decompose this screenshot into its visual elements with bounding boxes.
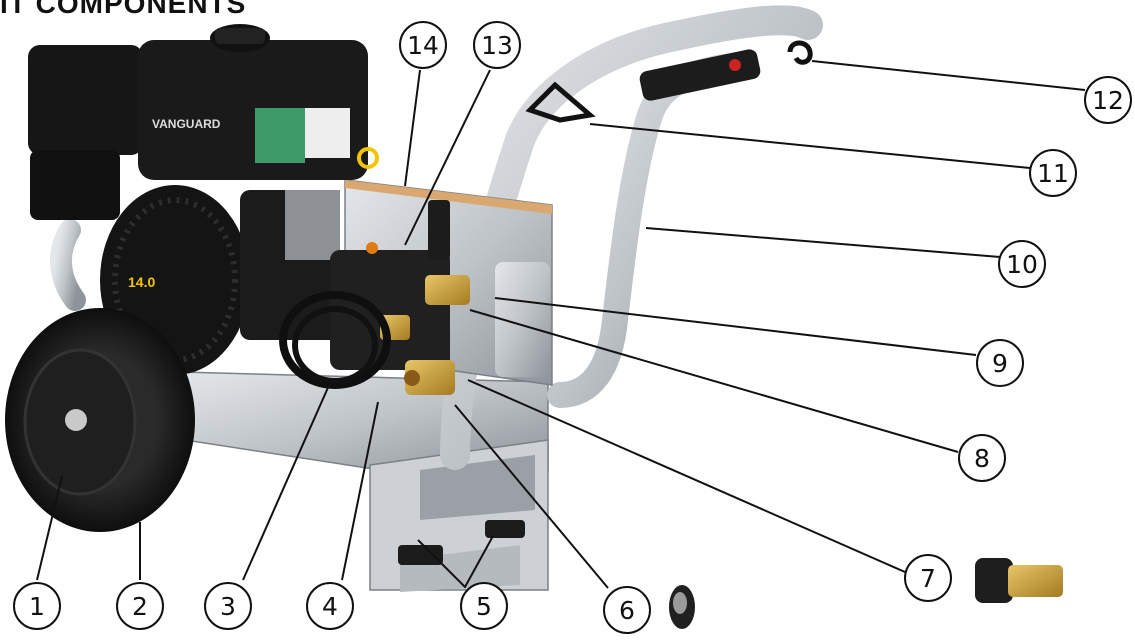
callout-number: 9 — [992, 349, 1008, 378]
callout-number: 10 — [1006, 250, 1038, 279]
engine-warning-decal — [305, 108, 350, 158]
pump-manifold — [495, 262, 550, 377]
rubber-foot — [398, 545, 443, 565]
handle-control-panel — [639, 49, 761, 101]
leader-line-11 — [589, 123, 1031, 169]
callout-number: 7 — [920, 564, 936, 593]
callout-8: 8 — [958, 434, 1006, 482]
callout-number: 14 — [407, 31, 439, 60]
leader-line-13 — [404, 69, 491, 246]
brass-outlet — [425, 275, 470, 305]
callout-2: 2 — [116, 582, 164, 630]
callout-6: 6 — [603, 586, 651, 634]
leader-line-3 — [242, 382, 331, 581]
air-filter-cover — [28, 45, 143, 155]
engine-rating-label: 14.0 — [128, 274, 155, 290]
red-indicator-icon — [729, 59, 741, 71]
callout-1: 1 — [13, 582, 61, 630]
wood-top-panel — [345, 180, 552, 214]
callout-number: 2 — [132, 592, 148, 621]
callout-7: 7 — [904, 554, 952, 602]
brass-adapter-part — [975, 558, 1063, 603]
leader-line-6 — [454, 404, 609, 589]
pump-assembly — [279, 200, 550, 395]
callout-number: 8 — [974, 444, 990, 473]
callout-number: 13 — [481, 31, 513, 60]
handle-clip — [787, 40, 813, 65]
aluminum-frame — [179, 371, 549, 592]
callout-5: 5 — [460, 582, 508, 630]
hose-hook — [525, 81, 596, 123]
leader-line-14 — [404, 69, 421, 187]
water-inlet — [405, 360, 455, 395]
leader-line-9 — [494, 297, 977, 356]
callout-number: 5 — [476, 592, 492, 621]
oil-cap-icon — [366, 242, 378, 254]
leader-line-10 — [645, 227, 1001, 258]
wheel-hub-icon — [65, 409, 87, 431]
callout-leader-lines — [36, 60, 1086, 589]
pump-body — [330, 250, 450, 370]
callout-number: 12 — [1092, 86, 1124, 115]
leader-line-4 — [341, 401, 379, 581]
leader-line-7 — [467, 379, 906, 573]
wheel — [5, 308, 195, 532]
callout-9: 9 — [976, 339, 1024, 387]
leader-line-1 — [36, 475, 63, 581]
leader-line-12 — [811, 60, 1086, 91]
callout-number: 6 — [619, 596, 635, 625]
rubber-foot — [485, 520, 525, 538]
hose-coil — [279, 291, 391, 389]
leader-line-8 — [469, 309, 959, 453]
callout-12: 12 — [1084, 76, 1132, 124]
diagram-heading: IT COMPONENTS — [0, 0, 247, 19]
callout-number: 1 — [29, 592, 45, 621]
leader-line-5 — [417, 535, 494, 589]
callout-number: 3 — [220, 592, 236, 621]
callout-13: 13 — [473, 21, 521, 69]
inlet-screen-part — [669, 585, 695, 629]
callout-4: 4 — [306, 582, 354, 630]
engine-decal — [255, 108, 305, 163]
oil-dipstick-icon — [357, 147, 379, 169]
callout-14: 14 — [399, 21, 447, 69]
callout-11: 11 — [1029, 149, 1077, 197]
callout-number: 11 — [1037, 159, 1069, 188]
callout-10: 10 — [998, 240, 1046, 288]
callout-3: 3 — [204, 582, 252, 630]
engine-brand-label: VANGUARD — [152, 117, 221, 131]
callout-number: 4 — [322, 592, 338, 621]
unloader-valve — [428, 200, 450, 260]
